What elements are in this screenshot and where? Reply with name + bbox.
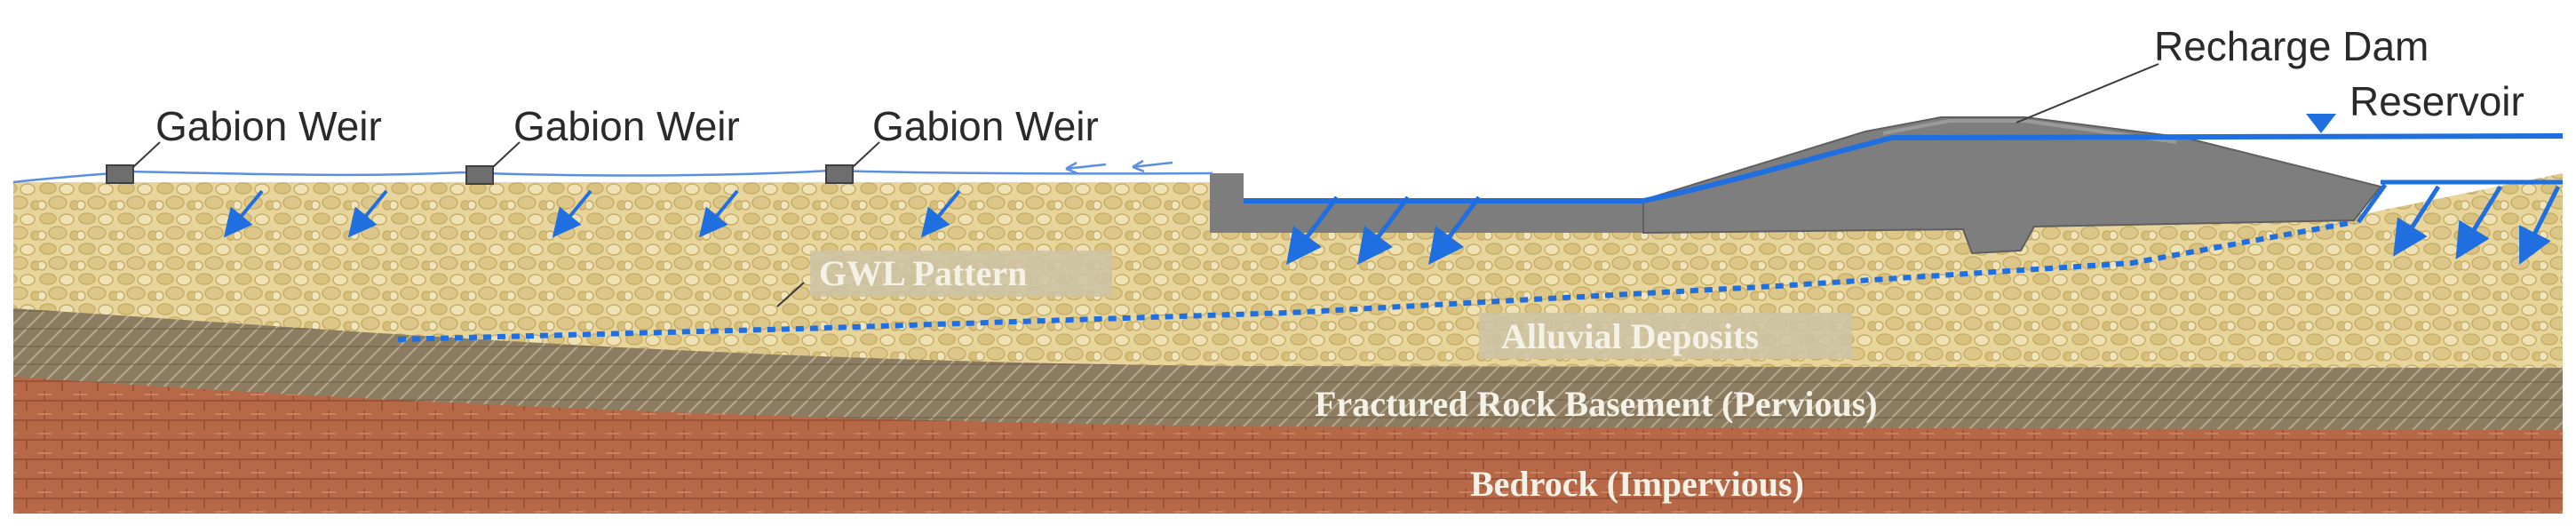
weir-leader-line xyxy=(492,141,521,168)
infiltration-arrows xyxy=(223,189,961,238)
recharge-dam xyxy=(1642,116,2382,255)
gwl-label-bg xyxy=(810,251,1112,297)
gabion-weir-label-1: Gabion Weir xyxy=(155,103,382,149)
weir-leader-line xyxy=(132,141,161,168)
gwl-pattern-label: GWL Pattern xyxy=(819,253,1027,293)
reservoir-water-line xyxy=(1244,133,2564,203)
gwl-pattern-line xyxy=(397,219,2355,342)
recharge-dam-label: Recharge Dam xyxy=(2154,23,2429,69)
bedrock-layer xyxy=(13,373,2563,514)
gabion-weir-2 xyxy=(465,165,494,185)
gabion-weir-label-2: Gabion Weir xyxy=(513,103,740,149)
fractured-rock-label: Fractured Rock Basement (Pervious) xyxy=(1315,384,1878,424)
surface-flow-arrow xyxy=(1132,159,1173,173)
weir-leader-line xyxy=(852,141,880,168)
dam-leader-line xyxy=(2015,63,2159,124)
dam-crest-highlight xyxy=(1882,119,2177,144)
alluvial-label-bg xyxy=(1479,313,1852,359)
alluvial-deposits-label: Alluvial Deposits xyxy=(1501,316,1759,356)
surface-flow-arrow xyxy=(1065,161,1107,175)
dam-seepage-line xyxy=(2356,183,2388,224)
gwl-leader-line xyxy=(776,282,805,307)
fractured-rock-layer xyxy=(13,307,2563,430)
water-level-marker-icon xyxy=(2306,114,2336,133)
channel-water-line xyxy=(12,169,1213,184)
reservoir-label: Reservoir xyxy=(2349,78,2524,124)
reservoir-infiltration-arrows xyxy=(1286,185,2561,265)
gabion-weir-3 xyxy=(825,164,854,184)
gabion-weir-label-3: Gabion Weir xyxy=(872,103,1099,149)
bedrock-label: Bedrock (Impervious) xyxy=(1470,464,1804,504)
gabion-weir-1 xyxy=(106,164,134,184)
